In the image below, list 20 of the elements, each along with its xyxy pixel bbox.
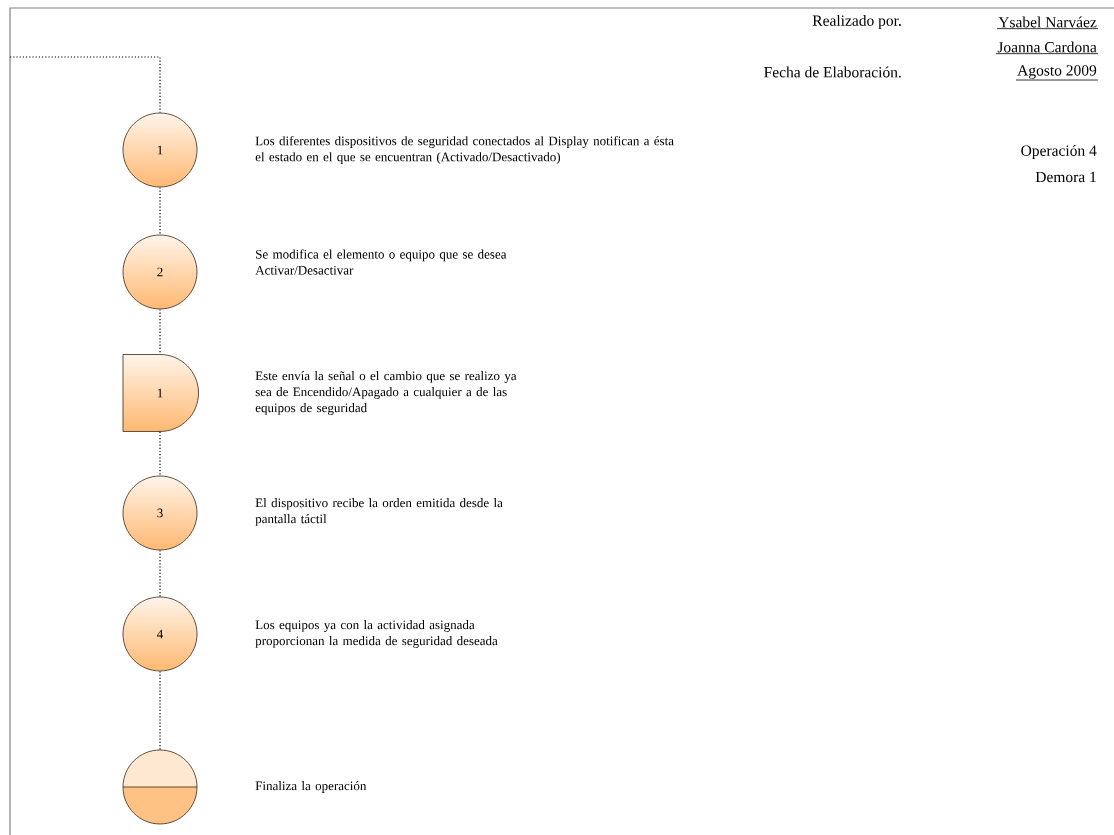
connector-line [159,186,161,236]
connector-line [9,56,161,114]
step-description: El dispositivo recibe la orden emitida desde la pantalla táctil [255,498,503,526]
header-text: Demora 1 [1035,171,1096,183]
underlined-text: Ysabel Narváez [996,16,1099,30]
underlined-text: Agosto 2009 [1015,65,1099,81]
header-text: Fecha de Elaboración. [764,66,901,78]
connector-line [159,549,161,598]
connector-line [159,431,161,477]
step-description: Finaliza la operación [255,781,367,793]
connector-line [159,670,161,751]
step-description: Se modifica el elemento o equipo que se desea Activar/Desactivar [255,249,507,275]
connector-line [159,308,161,355]
step-description: Los diferentes dispositivos de seguridad conectados al Display notifican a ésta el estado en el que se encuentran (Activado/Desactivado) [255,136,674,164]
end-circle [122,749,198,825]
step-description: Los equipos ya con la actividad asignada proporcionan la medida de seguridad deseada [255,620,498,648]
underlined-text: Joanna Cardona [995,41,1099,55]
step-description: Este envía la señal o el cambio que se realizo ya sea de Encendido/Apagado a cualquier a de las equipos de seguridad [255,371,517,415]
header-text: Operación 4 [1021,144,1097,159]
header-text: Realizado por. [812,14,901,29]
